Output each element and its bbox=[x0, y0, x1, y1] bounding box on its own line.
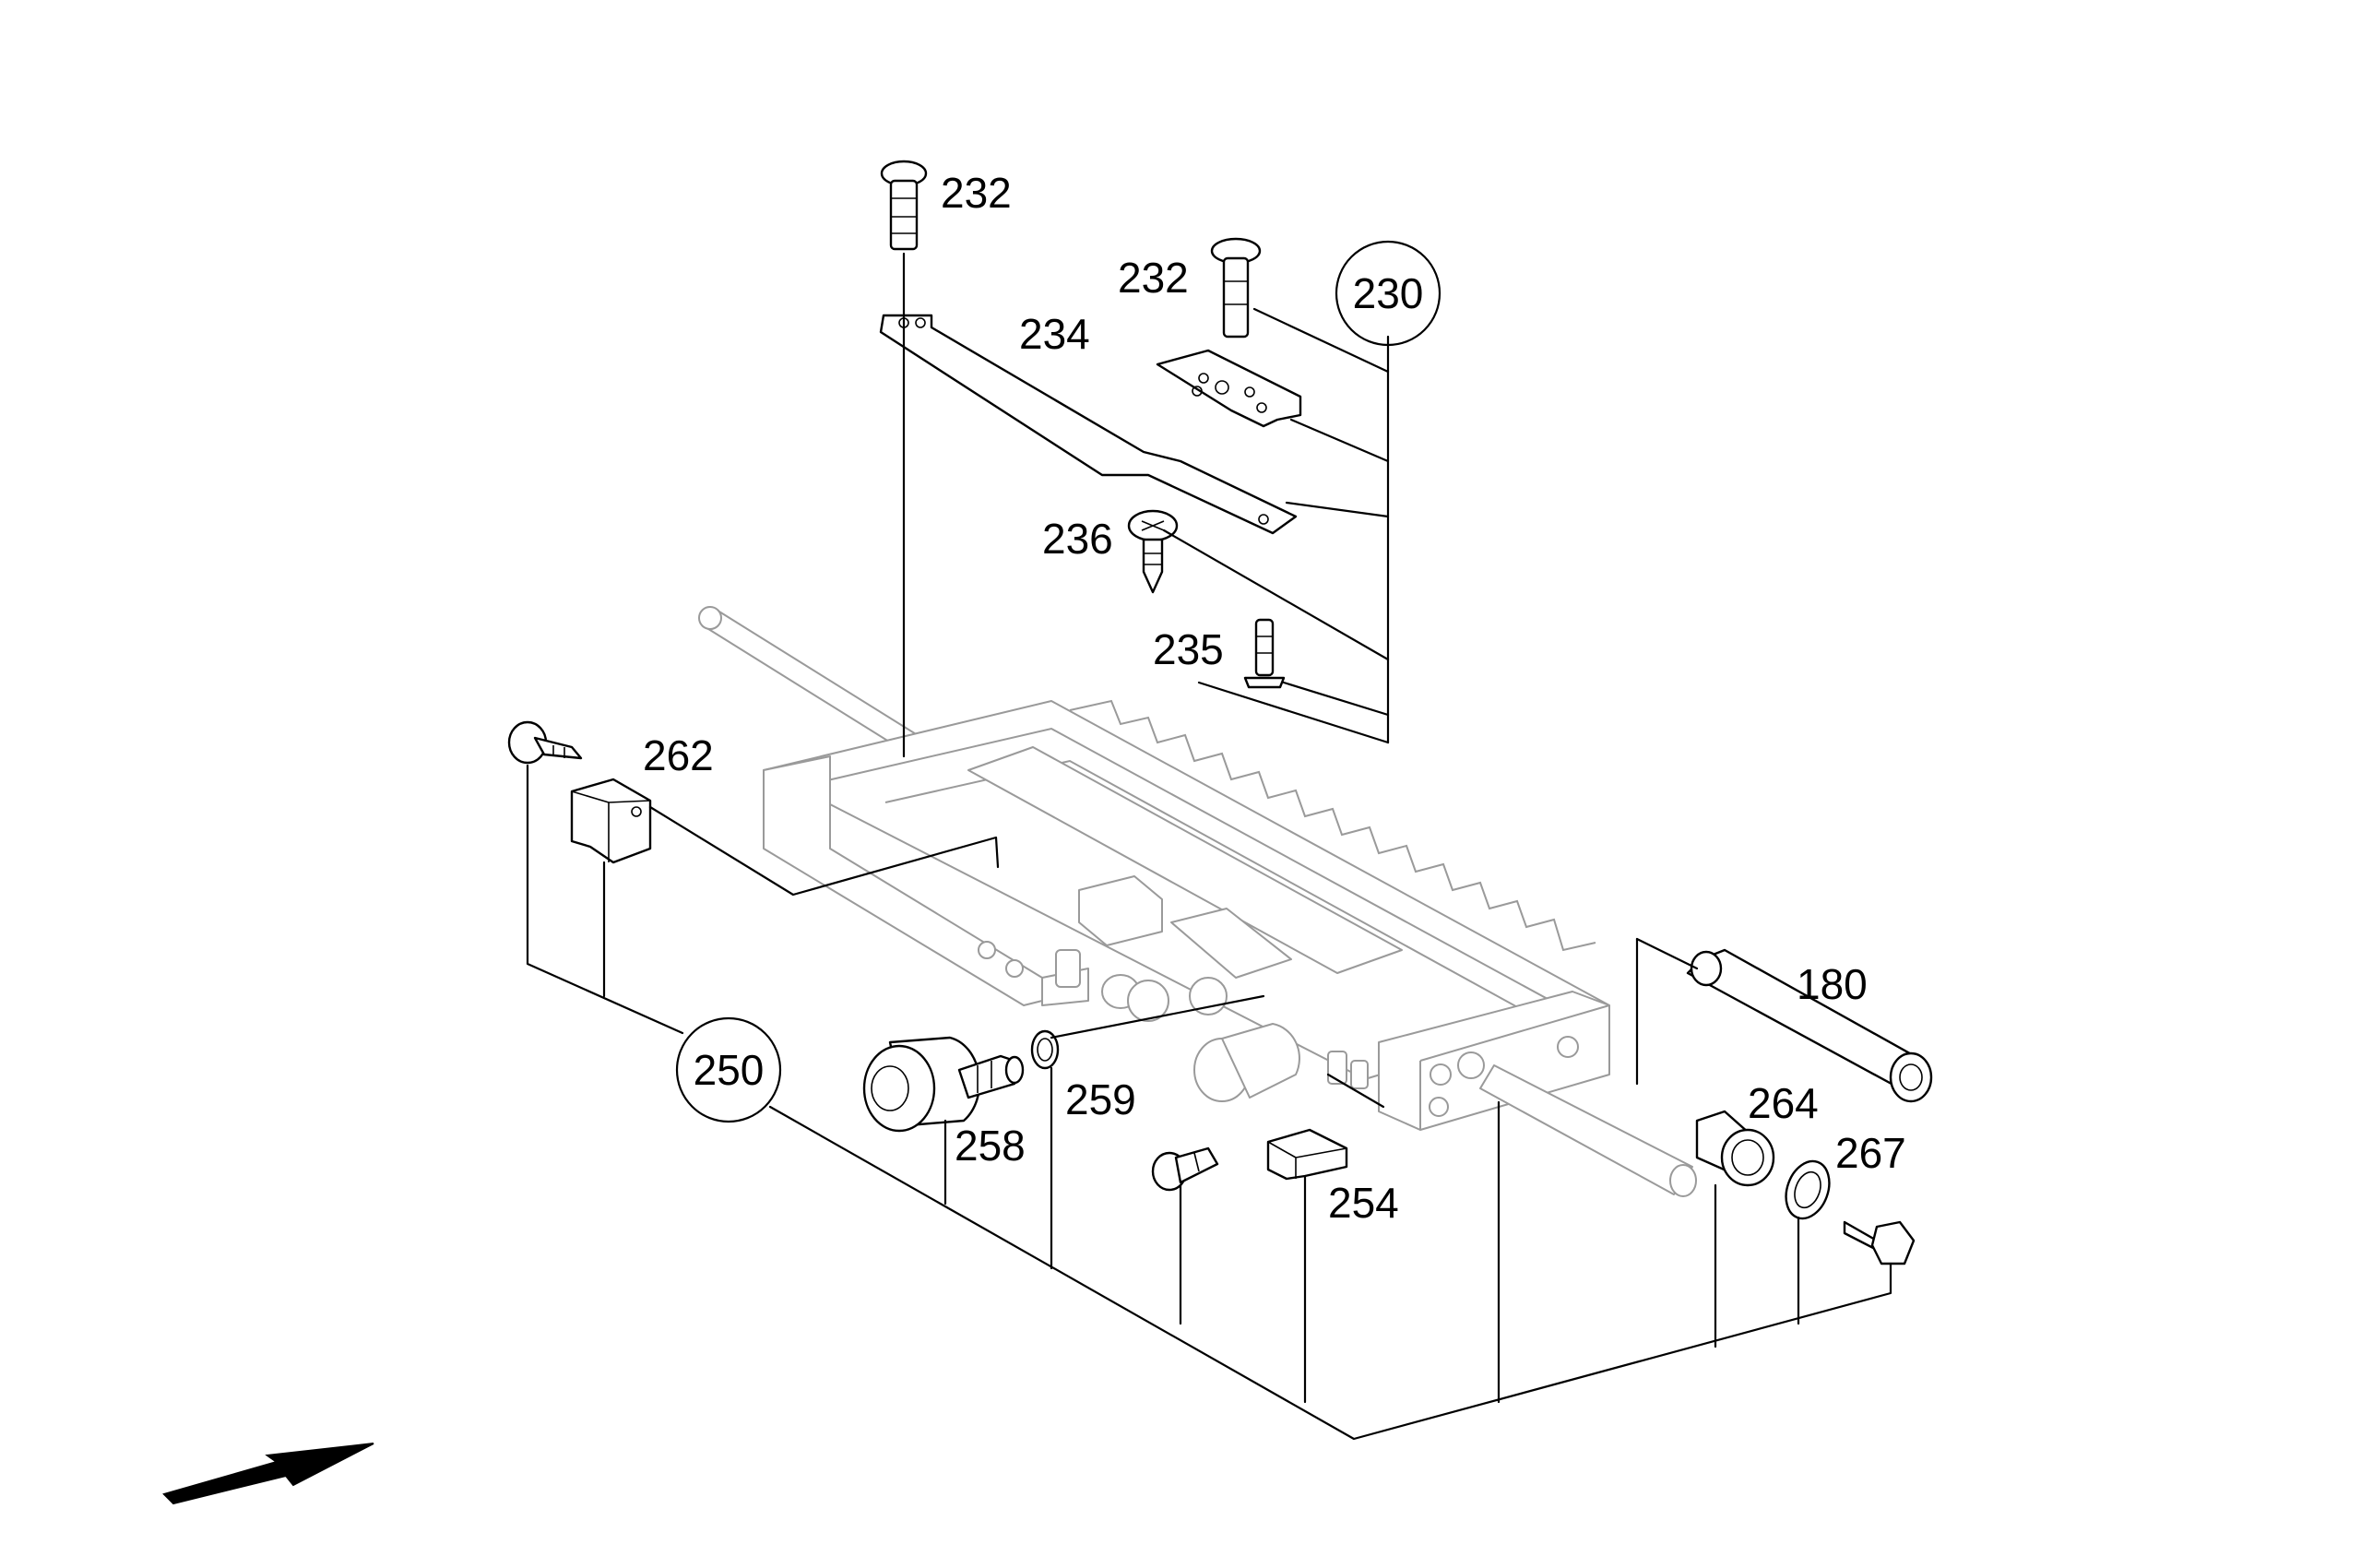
knob-258 bbox=[862, 1036, 1025, 1133]
label-232b: 232 bbox=[1118, 254, 1189, 302]
label-267: 267 bbox=[1835, 1129, 1906, 1177]
arrow-icon bbox=[162, 1443, 374, 1505]
screw-232-right bbox=[1210, 237, 1262, 339]
bushing-264 bbox=[1695, 1110, 1775, 1187]
label-232a: 232 bbox=[941, 169, 1012, 217]
screw-236 bbox=[1127, 509, 1179, 594]
gasket-267 bbox=[1785, 1159, 1831, 1220]
label-234: 234 bbox=[1019, 310, 1090, 358]
label-258: 258 bbox=[955, 1122, 1026, 1170]
screw-232-top bbox=[880, 160, 928, 251]
label-254: 254 bbox=[1328, 1179, 1399, 1227]
bracket-plate bbox=[1156, 349, 1302, 428]
strip-234 bbox=[879, 314, 1298, 535]
screw-235 bbox=[1243, 618, 1286, 689]
rod-180 bbox=[1686, 948, 1933, 1103]
label-236: 236 bbox=[1042, 515, 1113, 563]
label-180: 180 bbox=[1797, 960, 1868, 1008]
label-262: 262 bbox=[643, 731, 714, 779]
callout-circle-230 bbox=[1335, 240, 1442, 347]
bolt-262 bbox=[507, 720, 583, 765]
hex-bolt bbox=[1843, 1220, 1916, 1265]
socket-screw bbox=[1151, 1146, 1219, 1192]
label-230: 230 bbox=[1353, 269, 1424, 317]
label-250: 250 bbox=[694, 1046, 765, 1094]
callout-circle-250 bbox=[675, 1016, 782, 1123]
block-262 bbox=[570, 778, 652, 864]
label-259: 259 bbox=[1065, 1075, 1136, 1123]
oring-259 bbox=[1030, 1029, 1060, 1070]
base-assembly bbox=[698, 606, 1697, 1197]
key-254 bbox=[1266, 1128, 1348, 1181]
label-235: 235 bbox=[1153, 625, 1224, 673]
leader-lines bbox=[526, 252, 1892, 1441]
label-264: 264 bbox=[1748, 1079, 1819, 1127]
